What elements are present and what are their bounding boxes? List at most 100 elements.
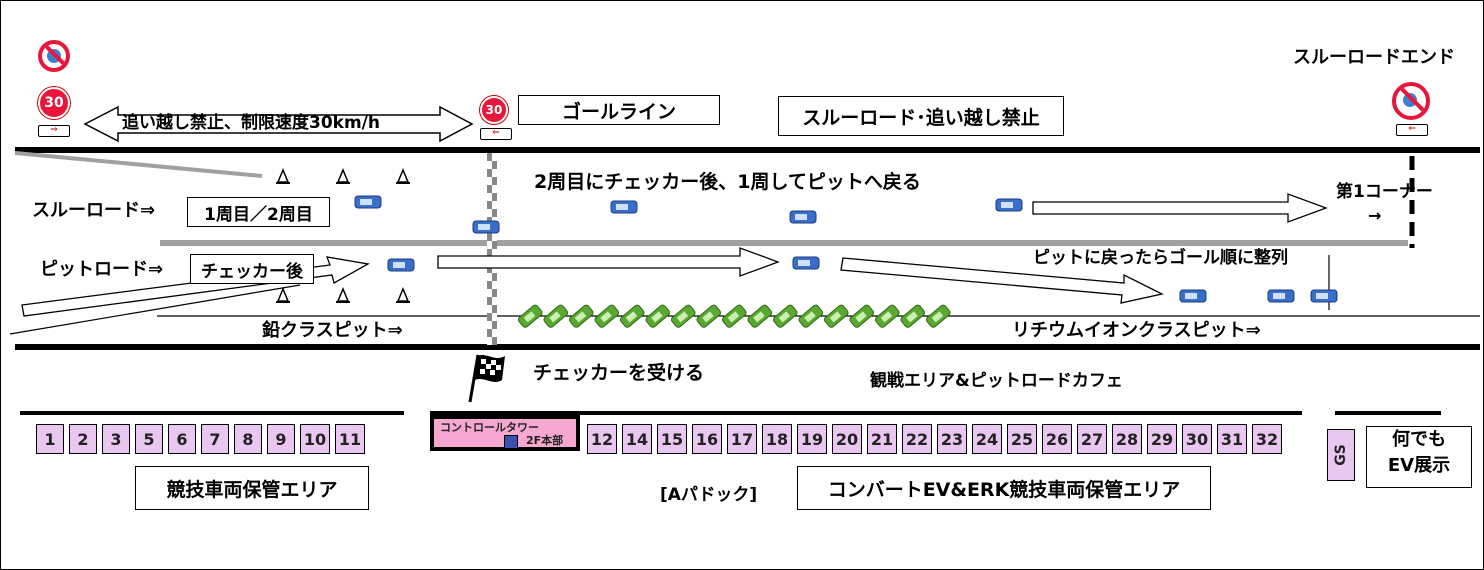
blue-car-icon (472, 220, 500, 234)
green-car-icon (670, 304, 696, 328)
green-car-icon (900, 304, 926, 328)
blue-car-icon (1179, 289, 1207, 303)
cone-icon (396, 168, 410, 184)
storage-slot: 19 (797, 424, 827, 454)
storage-slot: 24 (972, 424, 1002, 454)
first-corner-arrow: → (1368, 206, 1382, 225)
storage-slot: 7 (201, 424, 229, 454)
race-storage-box: 競技車両保管エリア (135, 466, 369, 510)
checkered-line (487, 153, 497, 345)
storage-slot: 10 (300, 424, 330, 454)
storage-slot: 14 (622, 424, 652, 454)
speed-limit-sign-left: 30 (38, 87, 70, 119)
green-car-icon (874, 304, 900, 328)
storage-slot: 31 (1217, 424, 1247, 454)
green-car-icon (696, 304, 722, 328)
flow-arrow-pit-1 (437, 247, 780, 277)
storage-slot: 2 (69, 424, 97, 454)
green-car-icon (747, 304, 773, 328)
green-car-icon (925, 304, 951, 328)
storage-slot: 28 (1112, 424, 1142, 454)
arrow-plate-mid-icon: ⇐ (480, 128, 512, 140)
storage-slot: 5 (135, 424, 163, 454)
blue-car-icon (1310, 289, 1338, 303)
storage-slot: 30 (1182, 424, 1212, 454)
pit-entry-diagonal (9, 284, 301, 335)
spectator-area-label: 観戦エリア&ピットロードカフェ (870, 371, 1123, 391)
storage-slot: 27 (1077, 424, 1107, 454)
second-lap-note: 2周目にチェッカー後、1周してピットへ戻る (534, 171, 921, 193)
blue-car-icon (995, 198, 1023, 212)
through-no-pass-box: スルーロード･追い越し禁止 (778, 96, 1064, 136)
lap-box: 1周目／2周目 (187, 197, 330, 227)
cone-icon (276, 287, 290, 303)
lead-pit-label: 鉛クラスピット⇒ (262, 320, 403, 341)
lithium-pit-label: リチウムイオンクラスピット⇒ (1012, 320, 1261, 341)
through-road-label: スルーロード⇒ (32, 200, 156, 221)
no-pass-zone-arrow (83, 105, 474, 143)
outer-top-line (15, 147, 1480, 153)
outer-bottom-line (15, 344, 1480, 350)
arrow-plate-right-icon: ⇒ (38, 125, 70, 137)
green-car-icon (772, 304, 798, 328)
storage-slot: 26 (1042, 424, 1072, 454)
paddock-bar-gs (1335, 411, 1441, 415)
control-tower: コントロールタワー 2F本部 (430, 415, 580, 451)
no-passing-sign-icon (38, 40, 70, 72)
goal-line-box: ゴールライン (518, 95, 720, 125)
blue-car-icon (610, 200, 638, 214)
first-corner-label: 第1コーナー (1336, 182, 1433, 202)
green-car-icon (849, 304, 875, 328)
storage-slot: 21 (867, 424, 897, 454)
storage-slot: 12 (587, 424, 617, 454)
no-pass-speed-label: 追い越し禁止、制限速度30km/h (122, 113, 380, 133)
checkered-flag-icon (468, 354, 505, 403)
control-tower-label: コントロールタワー (440, 421, 539, 434)
green-car-icon (594, 304, 620, 328)
green-car-icon (823, 304, 849, 328)
storage-slot: 8 (234, 424, 262, 454)
cone-icon (276, 168, 290, 184)
hq-label: 2F本部 (526, 434, 564, 447)
blue-car-icon (354, 195, 382, 209)
green-car-icon (721, 304, 747, 328)
blue-car-icon (387, 258, 415, 272)
green-car-icon (517, 304, 543, 328)
green-car-icon (543, 304, 569, 328)
storage-slot: 6 (168, 424, 196, 454)
green-car-icon (568, 304, 594, 328)
blue-car-icon (789, 210, 817, 224)
paddock-bar-right (430, 411, 1302, 415)
after-checker-box: チェッカー後 (190, 254, 314, 284)
storage-slot: 16 (692, 424, 722, 454)
convert-storage-box: コンバートEV&ERK競技車両保管エリア (797, 466, 1211, 510)
cone-icon (336, 287, 350, 303)
entry-diagonal-top (14, 151, 263, 178)
cone-icon (336, 168, 350, 184)
storage-slot: 15 (657, 424, 687, 454)
speed-limit-sign-mid: 30 (480, 96, 508, 124)
flow-arrow-pit-2 (840, 257, 1164, 304)
storage-slot: 25 (1007, 424, 1037, 454)
green-car-icon (798, 304, 824, 328)
ev-display-line2: EV展示 (1387, 455, 1451, 476)
storage-slot: 11 (335, 424, 365, 454)
receive-checker-label: チェッカーを受ける (533, 362, 705, 384)
ev-display-box: 何でも EV展示 (1366, 426, 1472, 488)
blue-car-icon (792, 256, 820, 270)
gs-label: GS (1332, 444, 1349, 466)
storage-slot: 20 (832, 424, 862, 454)
flow-arrow-through (1032, 193, 1328, 223)
green-car-icon (645, 304, 671, 328)
storage-slot: 29 (1147, 424, 1177, 454)
hq-marker-icon (504, 435, 518, 449)
storage-slot: 23 (937, 424, 967, 454)
storage-slot: 32 (1252, 424, 1282, 454)
pit-road-label: ピットロード⇒ (40, 259, 164, 280)
storage-slot: 1 (36, 424, 64, 454)
paddock-bar-left (20, 411, 404, 415)
return-pit-label: ピットに戻ったらゴール順に整列 (1033, 248, 1288, 268)
green-car-icon (619, 304, 645, 328)
cone-icon (396, 287, 410, 303)
gs-box: GS (1327, 429, 1355, 481)
